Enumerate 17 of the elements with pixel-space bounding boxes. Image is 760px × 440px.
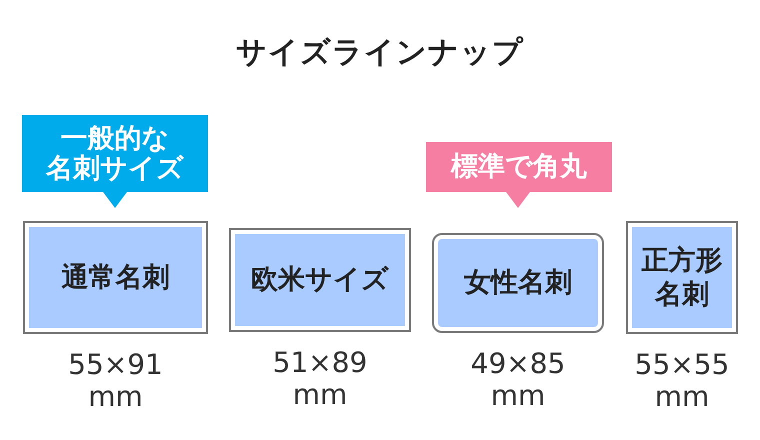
business-card: [432, 233, 604, 333]
size-label: 51×89 mm: [272, 347, 368, 411]
business-card: [229, 228, 411, 332]
business-card: [626, 221, 738, 334]
size-label: 55×55 mm: [634, 349, 730, 413]
callout-bubble: [426, 142, 612, 208]
callout-text: 一般的な名刺サイズ: [46, 124, 184, 184]
business-card: [23, 221, 208, 334]
callout-bubble: [22, 115, 208, 208]
card-label: 欧米サイズ: [251, 263, 389, 297]
card-label: 女性名刺: [464, 266, 572, 300]
callout-text: 標準で角丸: [451, 152, 587, 182]
card-label: 通常名刺: [62, 260, 170, 294]
size-label: 55×91 mm: [68, 349, 163, 413]
card-label: 正方形名刺: [640, 244, 724, 312]
title: サイズラインナップ: [236, 34, 524, 72]
size-label: 49×85 mm: [470, 348, 566, 412]
